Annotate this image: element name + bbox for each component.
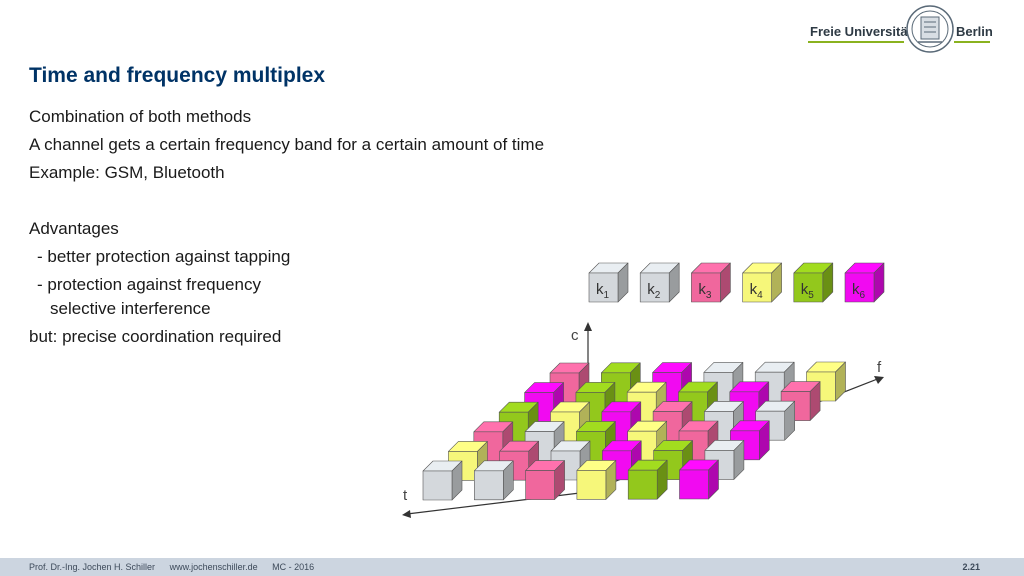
- channel-label-subscript: 6: [860, 290, 866, 301]
- channel-cube-k2: k2: [639, 262, 680, 303]
- body-line: Example: GSM, Bluetooth: [29, 163, 225, 182]
- channel-cube-k5: k5: [793, 262, 834, 303]
- footer-course: MC - 2016: [272, 562, 315, 572]
- cube-grid: [422, 361, 846, 501]
- page-number: 2.21: [962, 562, 980, 572]
- grid-cube: [576, 460, 617, 500]
- channel-cube-k4: k4: [742, 262, 782, 303]
- seal-icon: [906, 5, 954, 53]
- advantages-heading: Advantages: [29, 219, 119, 238]
- footer-info: Prof. Dr.-Ing. Jochen H. Schiller www.jo…: [29, 562, 326, 572]
- grid-cube: [679, 459, 719, 500]
- advantage-item-continuation: selective interference: [50, 299, 211, 318]
- advantage-item: - better protection against tapping: [37, 247, 291, 266]
- channel-label-subscript: 1: [604, 290, 610, 301]
- body-line: Combination of both methods: [29, 107, 252, 126]
- axis-label-c: c: [571, 327, 579, 344]
- footer-bar: Prof. Dr.-Ing. Jochen H. Schiller www.jo…: [0, 558, 1024, 576]
- grid-cube: [473, 460, 514, 501]
- coordination-note: but: precise coordination required: [29, 327, 282, 346]
- grid-cube: [780, 381, 821, 421]
- university-logo: Freie Universität Berlin: [808, 4, 993, 54]
- grid-cube: [806, 361, 846, 402]
- advantage-item: - protection against frequency: [37, 275, 261, 294]
- body-line: A channel gets a certain frequency band …: [29, 135, 545, 154]
- axis-label-t: t: [403, 487, 408, 504]
- footer-website: www.jochenschiller.de: [169, 562, 258, 572]
- logo-line-right: [954, 41, 990, 43]
- channel-cube-k6: k6: [844, 262, 885, 303]
- axis-label-f: f: [877, 359, 882, 376]
- footer-author: Prof. Dr.-Ing. Jochen H. Schiller: [29, 562, 156, 572]
- grid-cube: [524, 382, 564, 422]
- f-axis-arrow-icon: [874, 376, 884, 384]
- channel-label-subscript: 4: [757, 290, 763, 301]
- channel-label-subscript: 3: [706, 290, 712, 301]
- grid-cube: [525, 460, 565, 500]
- grid-cube: [627, 459, 668, 500]
- c-axis-arrow-icon: [584, 322, 592, 331]
- slide-title: Time and frequency multiplex: [29, 64, 326, 87]
- channel-cube-k3: k3: [691, 262, 731, 303]
- logo-line-left: [808, 41, 904, 43]
- t-axis-arrow-icon: [402, 510, 411, 518]
- channel-label-subscript: 2: [655, 290, 661, 301]
- logo-left-text: Freie Universität: [810, 24, 912, 39]
- channel-label-subscript: 5: [808, 290, 814, 301]
- logo-right-text: Berlin: [956, 24, 993, 39]
- slide-body: Combination of both methods A channel ge…: [29, 103, 629, 349]
- grid-cube: [422, 460, 463, 501]
- channel-cube-k1: k1: [588, 262, 629, 303]
